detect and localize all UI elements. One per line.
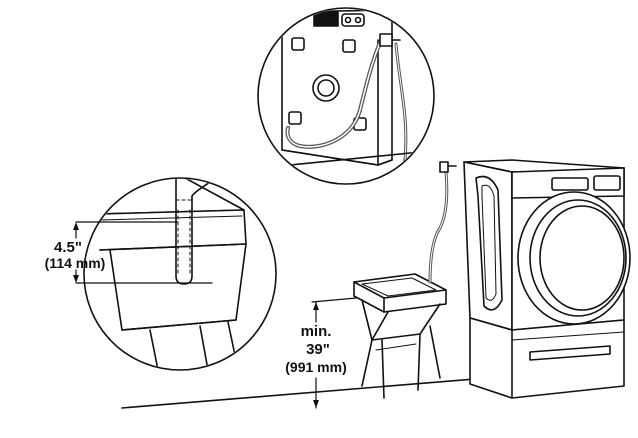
min-height-prefix-label: min. (301, 323, 332, 340)
hose-depth-mm-label: (114 mm) (45, 255, 106, 271)
laundry-tub (353, 170, 449, 399)
arrow-up-icon (73, 222, 79, 230)
hose-detail-callout (83, 177, 277, 371)
bracket-icon (342, 39, 356, 53)
vent-grille-icon (313, 11, 339, 27)
arrow-down-icon (313, 400, 319, 408)
min-height-mm-label: (991 mm) (285, 359, 346, 375)
hose-depth-dimension (73, 221, 213, 284)
bracket-icon (291, 37, 305, 51)
min-height-value-label: 39" (306, 341, 330, 358)
bracket-icon (288, 111, 302, 125)
front-load-washer (439, 159, 631, 399)
min-height-dimension (311, 297, 357, 409)
arrow-down-icon (73, 275, 79, 283)
arrow-up-icon (313, 302, 319, 310)
hose-depth-label: 4.5" (54, 239, 82, 256)
rear-view-callout (257, 7, 435, 185)
